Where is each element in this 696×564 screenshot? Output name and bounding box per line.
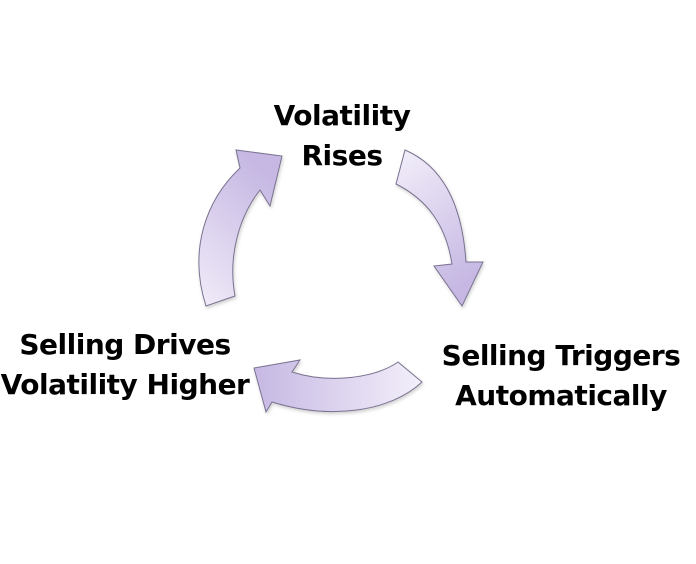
node-line: Rises (301, 139, 383, 172)
node-line: Volatility (273, 99, 411, 132)
node-volatility-rises: Volatility Rises (252, 96, 432, 176)
node-selling-drives: Selling Drives Volatility Higher (0, 325, 250, 405)
arrow-right-to-left (253, 359, 423, 414)
node-line: Automatically (455, 379, 667, 412)
node-line: Selling Drives (19, 328, 231, 361)
arrow-left-to-top (198, 149, 283, 307)
arrow-top-to-right (395, 149, 484, 307)
node-line: Volatility Higher (0, 368, 250, 401)
node-line: Selling Triggers (441, 339, 681, 372)
node-selling-triggers: Selling Triggers Automatically (436, 336, 686, 416)
